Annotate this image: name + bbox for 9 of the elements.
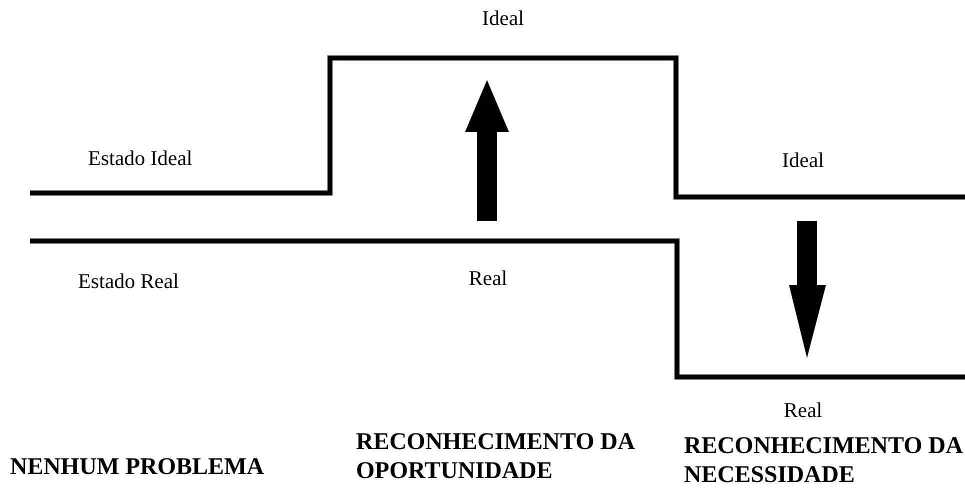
state-label: Estado Real [78,269,179,294]
heading-label: RECONHECIMENTO DA NECESSIDADE [684,432,964,490]
state-label: Ideal [482,6,524,32]
state-label: Ideal [782,148,824,174]
state-label: Estado Ideal [88,146,192,172]
state-label: Real [784,398,822,424]
state-label: Real [468,266,508,292]
heading-label: RECONHECIMENTO DA OPORTUNIDADE [356,428,636,486]
heading-label: NENHUM PROBLEMA [10,453,264,482]
